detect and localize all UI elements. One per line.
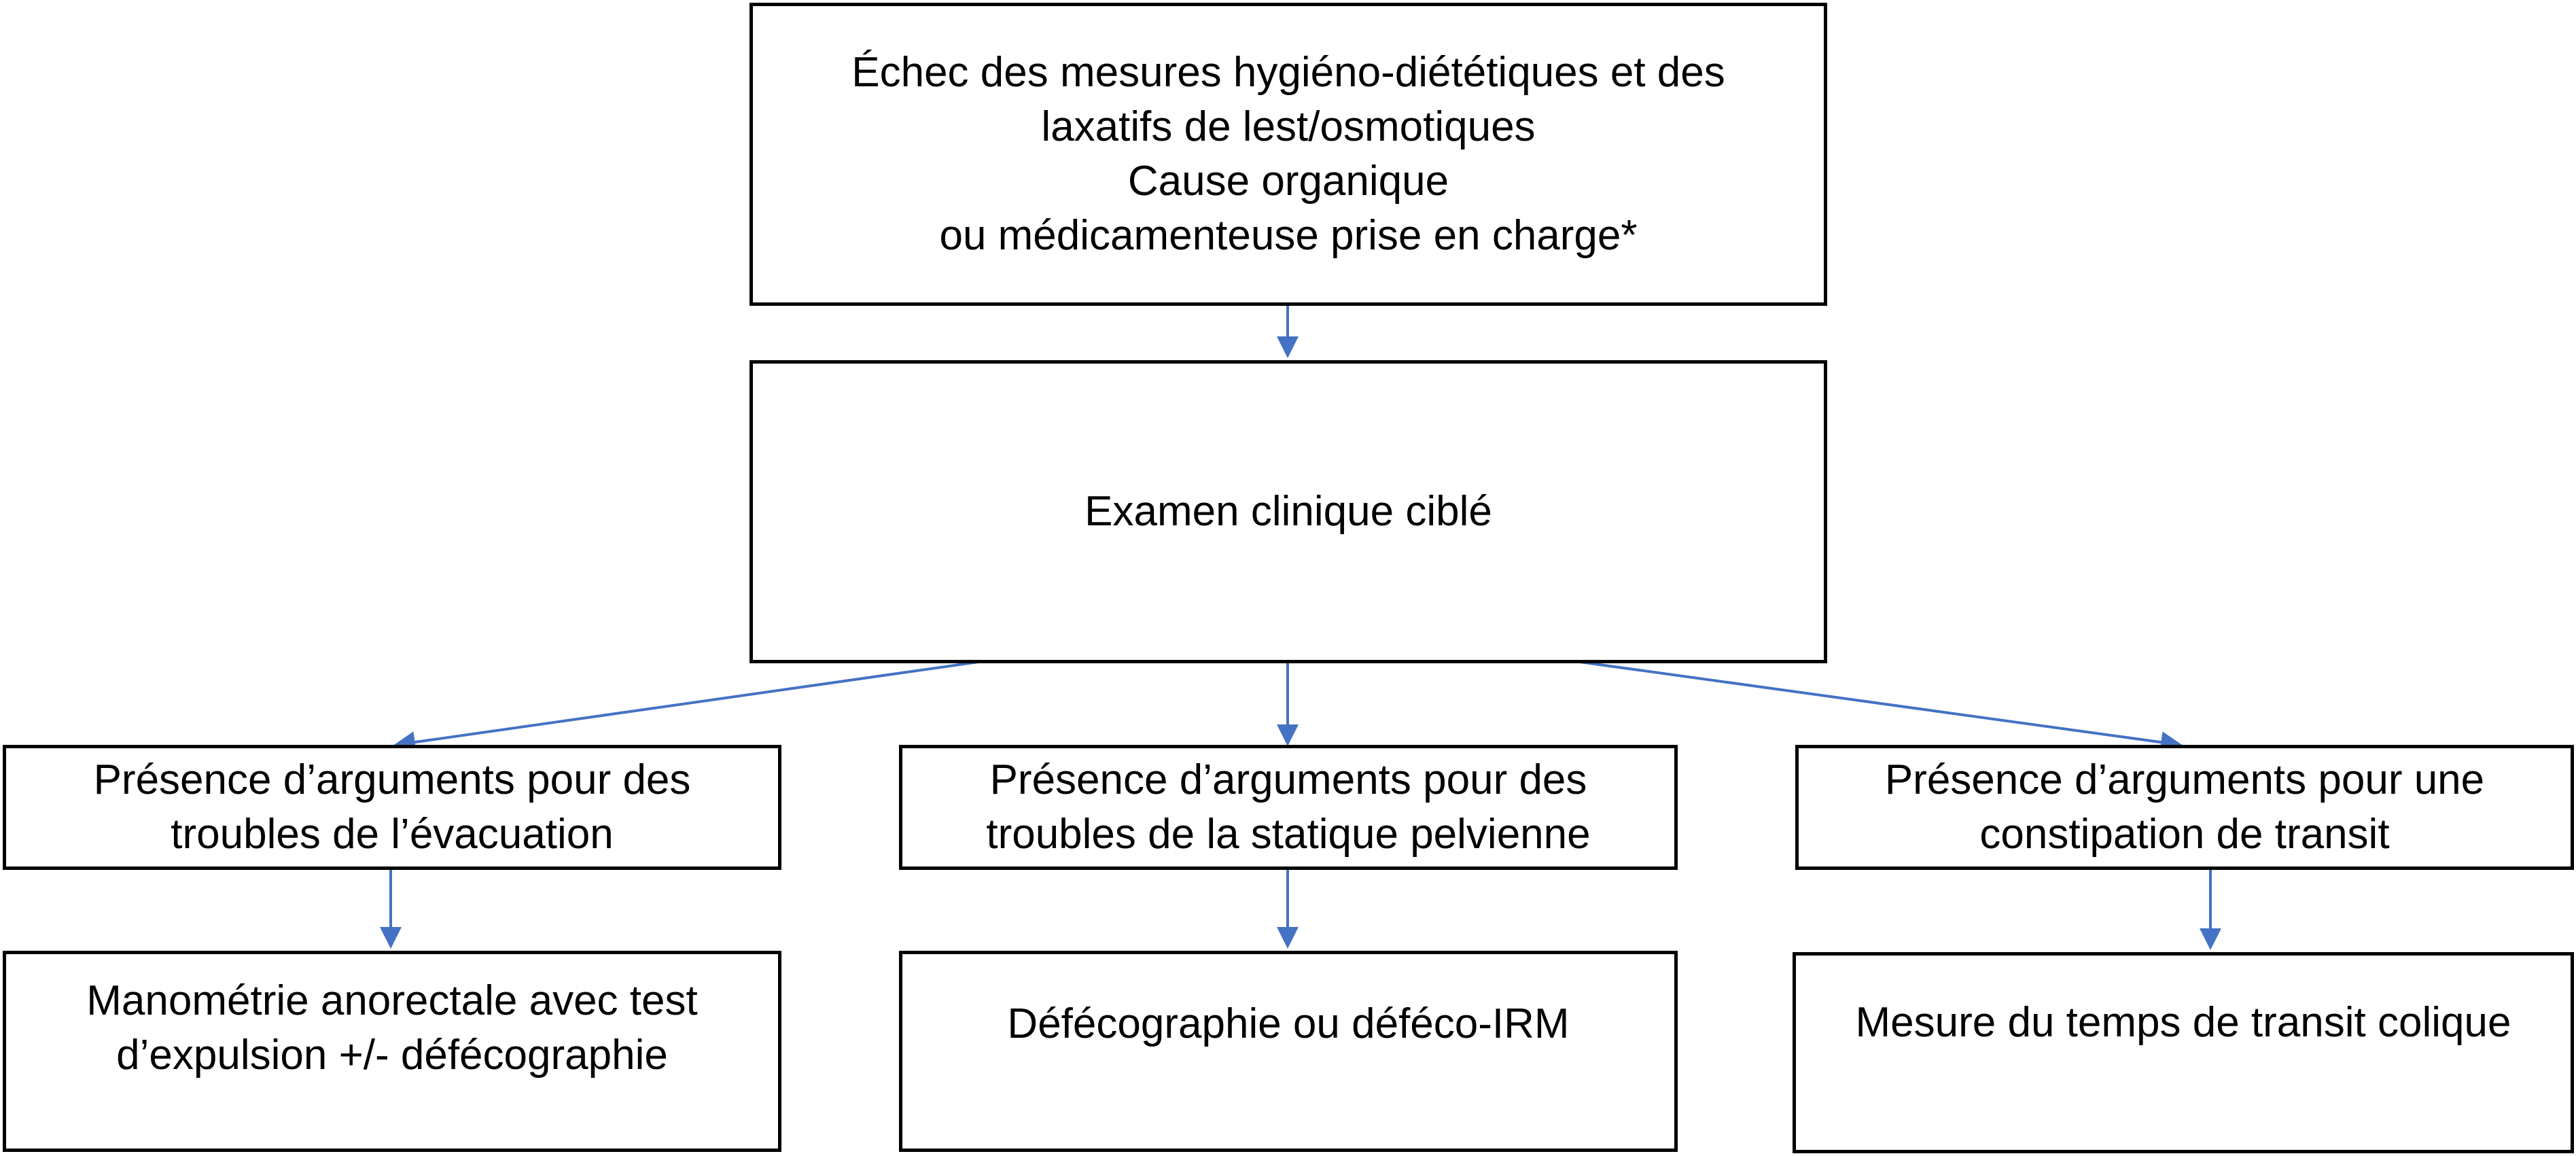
arrow-exam-to-transit — [1579, 661, 2183, 754]
test-line: Manométrie anorectale avec test — [86, 977, 698, 1024]
condition-line: constipation de transit — [1979, 811, 2390, 858]
condition-line: Présence d’arguments pour des — [989, 756, 1587, 803]
exam-box: Examen clinique ciblé — [749, 360, 1827, 663]
condition-box-evacuation: Présence d’arguments pour des troubles d… — [3, 745, 781, 870]
condition-box-transit: Présence d’arguments pour une constipati… — [1795, 745, 2574, 870]
test-box-manometrie: Manométrie anorectale avec test d’expuls… — [3, 951, 781, 1152]
start-box-line: laxatifs de lest/osmotiques — [1041, 103, 1536, 150]
condition-box-statique: Présence d’arguments pour des troubles d… — [899, 745, 1678, 870]
condition-line: troubles de la statique pelvienne — [986, 811, 1591, 858]
arrow-exam-to-evacuation — [393, 661, 979, 753]
exam-box-label: Examen clinique ciblé — [1084, 488, 1492, 535]
test-line: Défécographie ou déféco-IRM — [1007, 1000, 1570, 1047]
start-box-line: Cause organique — [1127, 158, 1449, 205]
condition-line: Présence d’arguments pour une — [1884, 756, 2485, 803]
condition-line: troubles de l’évacuation — [171, 811, 614, 858]
start-box-line: Échec des mesures hygiéno-diététiques et… — [851, 49, 1725, 96]
test-box-defecographie: Défécographie ou déféco-IRM — [899, 951, 1678, 1152]
condition-line: Présence d’arguments pour des — [93, 756, 691, 803]
start-box-line: ou médicamenteuse prise en charge* — [939, 212, 1638, 259]
test-box-transit-colique: Mesure du temps de transit colique — [1793, 952, 2574, 1153]
test-line: Mesure du temps de transit colique — [1855, 999, 2511, 1046]
start-box: Échec des mesures hygiéno-diététiques et… — [749, 3, 1827, 306]
test-line: d’expulsion +/- défécographie — [116, 1032, 668, 1079]
